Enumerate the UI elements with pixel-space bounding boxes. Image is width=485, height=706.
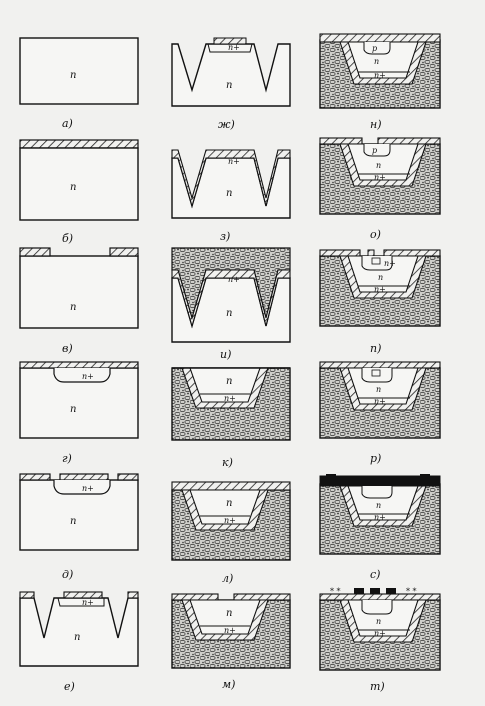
region-n-label: n: [70, 516, 76, 527]
step-l-label: л): [222, 572, 233, 585]
region-n-label: n: [74, 632, 80, 643]
region-n-label: n: [226, 308, 232, 319]
step-m-label: м): [222, 678, 235, 691]
step-z-panel: n+ n з): [171, 149, 291, 243]
region-n-label: n: [70, 182, 76, 193]
step-k-label: к): [222, 456, 233, 469]
step-g-label: г): [62, 452, 72, 465]
region-n-label: n: [376, 161, 381, 170]
region-n-label: n: [226, 608, 232, 619]
step-p-label: п): [370, 342, 381, 355]
step-o-label: о): [370, 228, 381, 241]
step-v-label: в): [62, 342, 73, 355]
region-n-label: n: [376, 617, 381, 626]
region-n-label: n: [376, 501, 381, 510]
region-n-plus-label: n+: [374, 629, 386, 638]
step-a-label: а): [62, 117, 73, 130]
region-n-plus-label: n+: [224, 516, 236, 525]
region-p-label: p: [372, 146, 377, 155]
region-n-plus-label: n+: [384, 259, 396, 268]
region-p-label: p: [372, 44, 377, 53]
step-e-label: е): [64, 680, 75, 693]
region-n-plus-label: n+: [82, 598, 94, 607]
step-k-panel: n n+ к): [171, 367, 291, 469]
step-z-label: з): [220, 230, 230, 243]
region-n-label: n: [226, 188, 232, 199]
region-n-label: n: [70, 70, 76, 81]
step-m-panel: n n+ м): [171, 593, 291, 691]
region-n-label: n: [376, 385, 381, 394]
step-r-panel: n n+ р): [319, 361, 441, 465]
step-b-label: б): [62, 232, 73, 245]
step-e-panel: n+ n е): [19, 591, 139, 693]
step-d-panel: n+ n д): [19, 473, 139, 581]
region-n-plus-label: n+: [228, 157, 240, 166]
region-n-label: n: [226, 80, 232, 91]
step-d-label: д): [62, 568, 73, 581]
region-n-plus-label: n+: [224, 394, 236, 403]
region-n-plus-label: n+: [82, 484, 94, 493]
step-t-label: т): [370, 680, 385, 693]
step-zh-panel: n+ n ж): [171, 37, 291, 131]
region-n-plus-label: n+: [228, 43, 240, 52]
step-s-label: с): [370, 568, 380, 581]
step-t-panel: * * * * n n+ т): [319, 587, 441, 693]
step-g-panel: n+ n г): [19, 361, 139, 465]
step-i-label: и): [220, 348, 231, 361]
step-r-label: р): [370, 452, 381, 465]
step-s-panel: n n+ с): [319, 474, 441, 581]
region-n-label: n: [226, 376, 232, 387]
region-n-label: n: [226, 498, 232, 509]
region-n-plus-label: n+: [82, 372, 94, 381]
step-l-panel: n n+ л): [171, 481, 291, 585]
region-n-plus-label: n+: [224, 626, 236, 635]
region-n-label: n: [374, 57, 379, 66]
region-n-plus-label: n+: [374, 71, 386, 80]
step-a-panel: n а): [19, 37, 139, 130]
region-n-plus-label: n+: [374, 397, 386, 406]
step-i-panel: n+ n и): [171, 247, 291, 361]
region-n-plus-label: n+: [374, 173, 386, 182]
region-n-label: n: [70, 404, 76, 415]
svg-text:* *: * *: [406, 587, 417, 596]
svg-text:* *: * *: [330, 587, 341, 596]
step-n-panel: p n n+ н): [319, 33, 441, 131]
step-v-panel: n в): [19, 247, 139, 355]
step-zh-label: ж): [218, 118, 235, 131]
step-b-panel: n б): [19, 139, 139, 245]
step-n-label: н): [370, 118, 382, 131]
region-n-plus-label: n+: [374, 285, 386, 294]
region-n-plus-label: n+: [374, 513, 386, 522]
region-n-label: n: [70, 302, 76, 313]
step-p-panel: n+ n n+ п): [319, 249, 441, 355]
region-n-label: n: [378, 273, 383, 282]
region-n-plus-label: n+: [228, 275, 240, 284]
step-o-panel: p n n+ о): [319, 137, 441, 241]
